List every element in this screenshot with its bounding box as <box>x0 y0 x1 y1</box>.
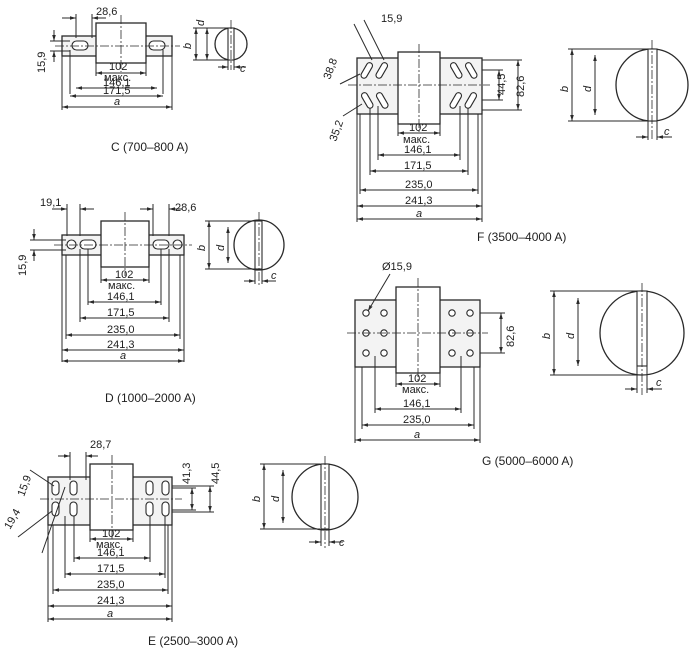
drawing-d: 19,1 28,6 15,9 102 макс. 146,1 <box>17 197 285 405</box>
drawing-c: 28,6 15,9 102 макс. 146,1 171,5 a <box>36 6 248 154</box>
f-dim-b: b <box>559 86 571 92</box>
g-dim-blade: 102 <box>408 373 426 385</box>
d-dim-2413: 241,3 <box>107 339 135 351</box>
f-dim-1461: 146,1 <box>404 144 432 156</box>
drawing-c-end-view: b d c <box>182 19 248 75</box>
e-dim-413: 41,3 <box>181 463 193 484</box>
caption-e: E (2500–3000 A) <box>148 634 238 648</box>
c-dim-d: d <box>195 19 207 26</box>
g-dim-826: 82,6 <box>505 326 517 347</box>
d-dim-1715: 171,5 <box>107 307 135 319</box>
f-dim-445: 44,5 <box>496 74 508 95</box>
drawing-e: 28,7 15,9 19,4 41,3 44,5 102 макс. 146, <box>2 439 359 648</box>
drawing-d-body <box>54 212 192 276</box>
g-dim-b: b <box>541 333 553 339</box>
f-dim-2413: 241,3 <box>405 195 433 207</box>
d-dim-blade-max: макс. <box>108 280 135 292</box>
c-dim-blade-max: макс. <box>104 72 131 84</box>
e-dim-445: 44,5 <box>210 463 222 484</box>
drawing-f: 15,9 38,8 35,2 44,5 82,6 102 макс. 146,1 <box>322 13 689 244</box>
g-dim-2350: 235,0 <box>403 414 431 426</box>
drawing-f-body <box>348 44 490 132</box>
g-dim-blade-max: макс. <box>402 384 429 396</box>
g-dim-a: a <box>414 429 420 441</box>
e-dim-2350: 235,0 <box>97 579 125 591</box>
e-dim-2413: 241,3 <box>97 595 125 607</box>
d-dim-2350: 235,0 <box>107 324 135 336</box>
f-dim-1715: 171,5 <box>404 160 432 172</box>
e-dim-c: c <box>339 537 345 549</box>
e-dim-blade: 102 <box>102 528 120 540</box>
e-dim-b: b <box>251 496 263 502</box>
d-dim-1461: 146,1 <box>107 291 135 303</box>
e-dim-top: 28,7 <box>90 439 111 451</box>
d-dim-top-right: 28,6 <box>175 202 196 214</box>
f-slots <box>360 62 478 109</box>
caption-d: D (1000–2000 A) <box>105 391 196 405</box>
e-slots <box>51 480 170 517</box>
f-dim-826: 82,6 <box>515 76 527 97</box>
c-dim-1715: 171,5 <box>103 85 131 97</box>
drawing-c-body <box>55 15 180 72</box>
drawing-c-dimensions: 28,6 15,9 102 макс. 146,1 171,5 a <box>36 6 173 110</box>
drawing-d-end-view: b d c <box>196 212 285 286</box>
c-dim-top: 28,6 <box>96 6 117 18</box>
drawing-f-end-view: b d c <box>559 40 689 140</box>
d-dim-a: a <box>120 350 126 362</box>
drawing-d-dimensions: 19,1 28,6 15,9 102 макс. 146,1 <box>17 197 196 363</box>
c-dim-c: c <box>240 63 246 75</box>
f-dim-blade-max: макс. <box>403 134 430 146</box>
f-dim-blade: 102 <box>409 122 427 134</box>
f-dim-a: a <box>416 208 422 220</box>
drawing-g: Ø15,9 82,6 102 макс. 146,1 235,0 a <box>347 261 685 468</box>
f-dim-2350: 235,0 <box>405 179 433 191</box>
drawing-e-end-view: b d c <box>251 456 359 549</box>
e-dim-1715: 171,5 <box>97 563 125 575</box>
d-dim-c: c <box>271 270 277 282</box>
c-dim-side: 15,9 <box>36 52 48 73</box>
c-dim-blade: 102 <box>109 61 127 73</box>
e-dim-blade-max: макс. <box>96 539 123 551</box>
drawing-e-body <box>40 455 182 540</box>
f-dim-top: 15,9 <box>381 13 402 25</box>
caption-c: C (700–800 A) <box>111 140 188 154</box>
g-dim-d: d <box>565 332 577 339</box>
e-dim-side1: 15,9 <box>16 474 35 498</box>
e-dim-1461: 146,1 <box>97 547 125 559</box>
f-dim-angle1: 38,8 <box>322 57 341 81</box>
drawing-g-body <box>347 278 488 383</box>
d-dim-blade: 102 <box>115 269 133 281</box>
g-dim-1461: 146,1 <box>403 398 431 410</box>
g-dim-c: c <box>656 377 662 389</box>
caption-g: G (5000–6000 A) <box>482 454 573 468</box>
c-dim-b: b <box>182 43 194 49</box>
d-dim-top-left: 19,1 <box>40 197 61 209</box>
c-dim-a: a <box>114 96 120 108</box>
g-dim-hole: Ø15,9 <box>382 261 412 273</box>
e-dim-a: a <box>107 608 113 620</box>
drawing-g-dimensions: Ø15,9 82,6 102 макс. 146,1 235,0 a <box>354 261 517 443</box>
f-dim-d: d <box>582 85 594 92</box>
e-dim-d: d <box>270 495 282 502</box>
drawing-g-end-view: b d c <box>541 283 685 395</box>
f-dim-c: c <box>664 126 670 138</box>
caption-f: F (3500–4000 A) <box>477 230 566 244</box>
f-dim-angle2: 35,2 <box>328 119 347 143</box>
g-holes <box>362 309 474 357</box>
d-dim-d: d <box>215 244 227 251</box>
c-dim-1461: 146,1 <box>103 77 131 89</box>
d-dim-side: 15,9 <box>17 255 29 276</box>
e-dim-side2: 19,4 <box>2 507 23 532</box>
d-dim-b: b <box>196 245 208 251</box>
